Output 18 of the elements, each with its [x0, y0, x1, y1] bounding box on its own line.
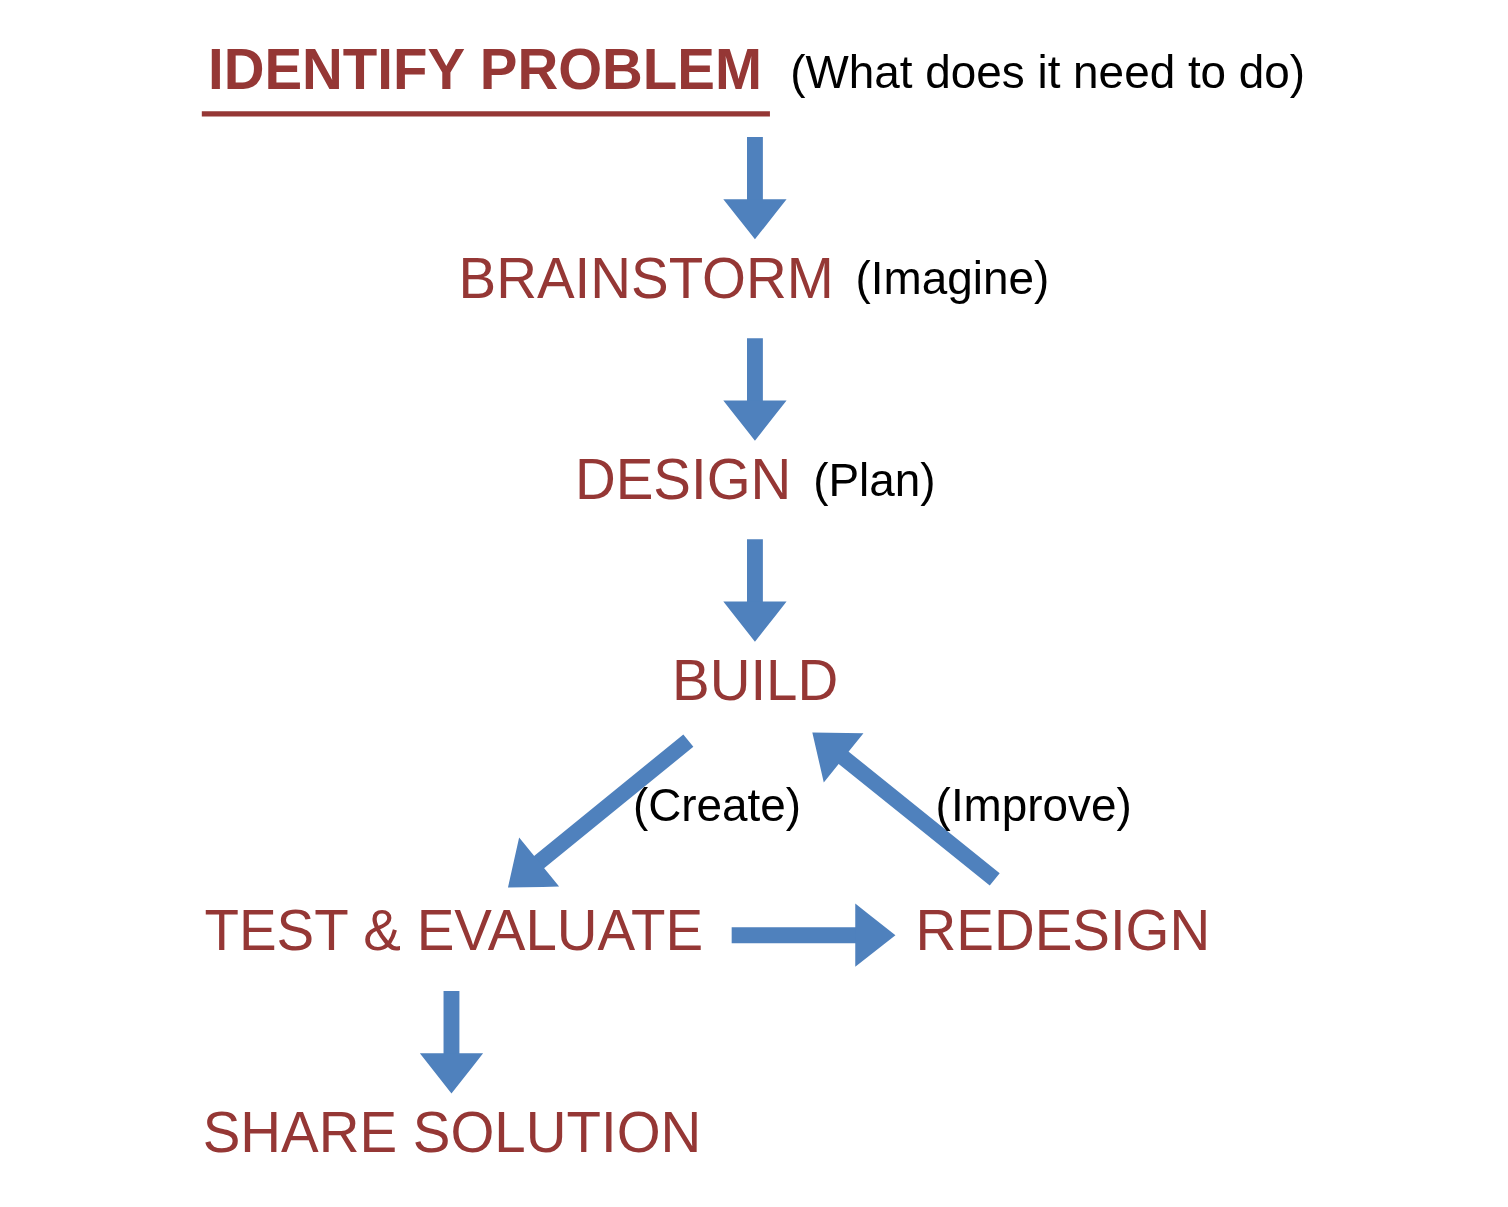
- arrow: [507, 734, 693, 888]
- edge-label: (Create): [632, 779, 801, 832]
- arrow: [419, 990, 483, 1094]
- arrow: [722, 338, 787, 441]
- arrow: [731, 903, 895, 967]
- node-text: REDESIGN: [915, 899, 1210, 963]
- edge-label: (Improve): [935, 779, 1132, 832]
- node-text: TEST & EVALUATE: [203, 899, 703, 963]
- arrow: [722, 136, 787, 240]
- node-label: (Imagine): [855, 252, 1049, 305]
- node-text: DESIGN: [574, 447, 791, 511]
- arrow: [811, 732, 1000, 886]
- node-text: IDENTIFY PROBLEM (What does it need to do): [207, 38, 1305, 102]
- node-text: SHARE SOLUTION: [202, 1100, 701, 1164]
- node-text: BRAINSTORM: [458, 246, 834, 310]
- node-label: (Plan): [812, 453, 936, 506]
- node-text: BUILD: [671, 648, 838, 712]
- arrow: [722, 539, 787, 642]
